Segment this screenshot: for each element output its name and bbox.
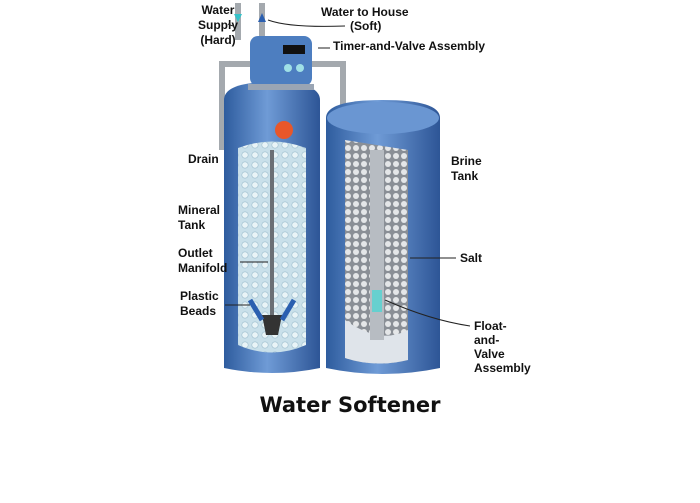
svg-text:Outlet: Outlet [178, 246, 213, 260]
label-water-supply: Water Supply (Hard) [198, 3, 238, 47]
svg-text:Tank: Tank [451, 169, 478, 183]
label-drain: Drain [188, 152, 219, 166]
svg-text:Plastic: Plastic [180, 289, 219, 303]
svg-text:Timer-and-Valve Assembly: Timer-and-Valve Assembly [333, 39, 485, 53]
logo-icon [275, 121, 293, 139]
label-water-to-house: Water to House (Soft) [267, 5, 409, 33]
svg-text:Float-: Float- [474, 319, 507, 333]
svg-text:and-: and- [474, 333, 499, 347]
svg-text:(Hard): (Hard) [200, 33, 235, 47]
timer-valve-head [248, 36, 314, 90]
label-mineral-tank: Mineral Tank [178, 203, 220, 232]
brine-tank [326, 100, 440, 374]
svg-text:Valve: Valve [474, 347, 505, 361]
svg-text:Brine: Brine [451, 154, 482, 168]
label-salt: Salt [410, 251, 482, 265]
svg-text:Water to House: Water to House [321, 5, 409, 19]
outflow-arrow-icon [258, 13, 266, 22]
mineral-tank [224, 82, 320, 373]
svg-text:Supply: Supply [198, 18, 238, 32]
label-plastic-beads: Plastic Beads [180, 289, 250, 318]
label-brine-tank: Brine Tank [451, 154, 482, 183]
diagram-title: Water Softener [259, 393, 441, 417]
svg-text:Beads: Beads [180, 304, 216, 318]
label-outlet-manifold: Outlet Manifold [178, 246, 268, 275]
inflow-arrow-icon [234, 14, 242, 22]
label-timer-valve: Timer-and-Valve Assembly [318, 39, 485, 53]
svg-text:Salt: Salt [460, 251, 482, 265]
svg-text:Tank: Tank [178, 218, 205, 232]
svg-text:(Soft): (Soft) [350, 19, 381, 33]
label-float-valve: Float- and- Valve Assembly [384, 299, 531, 375]
svg-text:Manifold: Manifold [178, 261, 227, 275]
svg-text:Assembly: Assembly [474, 361, 531, 375]
svg-text:Mineral: Mineral [178, 203, 220, 217]
svg-text:Water: Water [202, 3, 235, 17]
